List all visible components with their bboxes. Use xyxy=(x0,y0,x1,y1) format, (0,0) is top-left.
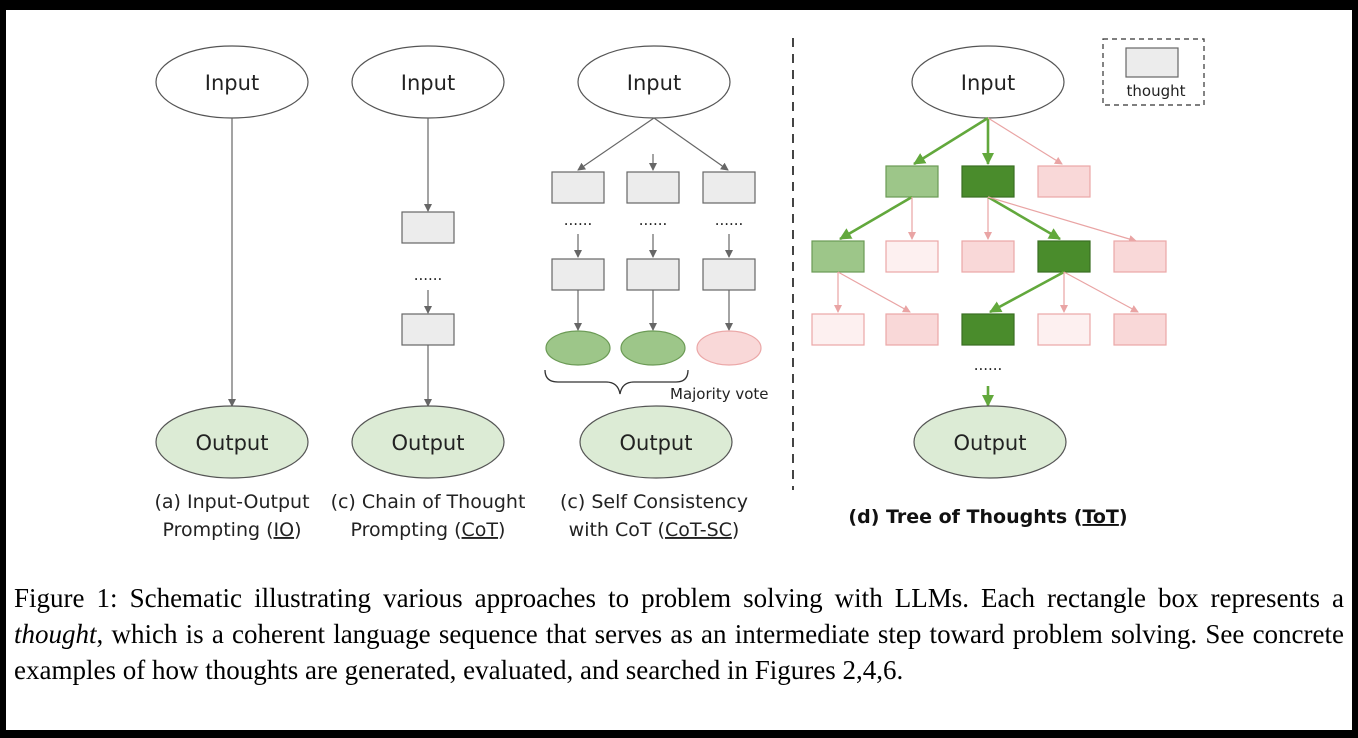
panel-cot-sc: Input ...... ...... ...... Majority vote… xyxy=(544,45,769,541)
cot-thought-1 xyxy=(401,211,455,244)
figure-frame: Input Output (a) Input-Output Prompting … xyxy=(6,10,1352,730)
tot-l1-node-3 xyxy=(1037,165,1091,198)
panel-tot: thought Input ..... xyxy=(811,38,1205,528)
tot-l2-node-2 xyxy=(885,240,939,273)
tot-l2-node-5 xyxy=(1113,240,1167,273)
sc-thought-a1 xyxy=(551,171,605,204)
sc-answer-a xyxy=(545,330,611,366)
caption-part-1: Figure 1: Schematic illustrating various… xyxy=(14,583,1344,613)
sc-output-label: Output xyxy=(620,431,693,455)
caption-italic: thought xyxy=(14,619,97,649)
sc-dots-c: ...... xyxy=(715,211,744,229)
sc-thought-b2 xyxy=(626,258,680,291)
tot-edge-l2-a xyxy=(839,195,913,241)
legend-box xyxy=(1102,38,1205,106)
tot-l1-node-2 xyxy=(961,165,1015,198)
io-caption-line1: (a) Input-Output xyxy=(154,491,309,513)
tot-output-label: Output xyxy=(954,431,1027,455)
tot-l1-node-1 xyxy=(885,165,939,198)
tot-caption: (d) Tree of Thoughts (ToT) xyxy=(848,506,1127,528)
sc-arrow-left xyxy=(577,117,655,171)
sc-dots-b: ...... xyxy=(639,211,668,229)
tot-edge-l3-e xyxy=(1063,271,1139,313)
tot-edge-l3-c xyxy=(989,270,1065,314)
panel-cot: Input ...... Output (c) Chain of Thought… xyxy=(331,45,526,541)
tot-output-node xyxy=(913,405,1067,479)
tot-l2-node-1 xyxy=(811,240,865,273)
caption-part-2: , which is a coherent language sequence … xyxy=(14,619,1344,685)
legend-thought-label: thought xyxy=(1127,82,1186,100)
sc-arrow-right xyxy=(653,117,729,171)
tot-edge-l1-right xyxy=(987,117,1063,165)
tot-l3-node-3 xyxy=(961,313,1015,346)
sc-dots-a: ...... xyxy=(564,211,593,229)
sc-majority-vote: Majority vote xyxy=(670,385,769,403)
io-output-label: Output xyxy=(196,431,269,455)
tot-l3-node-4 xyxy=(1037,313,1091,346)
cot-output-node xyxy=(351,405,505,479)
tot-input-label: Input xyxy=(961,71,1015,95)
tot-edge-l3-b xyxy=(837,271,911,313)
cot-thought-2 xyxy=(401,313,455,346)
cot-dots: ...... xyxy=(414,266,443,284)
io-output-node xyxy=(155,405,309,479)
io-input-label: Input xyxy=(205,71,259,95)
tot-edge-l1-left xyxy=(913,116,989,166)
tot-edge-l2-d xyxy=(987,195,1061,241)
sc-caption-line2: with CoT (CoT-SC) xyxy=(569,519,740,541)
sc-thought-c2 xyxy=(702,258,756,291)
sc-thought-a2 xyxy=(551,258,605,291)
sc-answer-c xyxy=(696,330,762,366)
tot-edge-l2-e xyxy=(987,196,1137,243)
legend-thought-swatch xyxy=(1125,47,1179,78)
tot-l3-node-5 xyxy=(1113,313,1167,346)
sc-answer-b xyxy=(620,330,686,366)
tot-l3-node-2 xyxy=(885,313,939,346)
sc-output-node xyxy=(579,405,733,479)
tot-l2-node-4 xyxy=(1037,240,1091,273)
cot-input-label: Input xyxy=(401,71,455,95)
cot-sc-link[interactable]: CoT-SC xyxy=(665,519,732,541)
io-link[interactable]: IO xyxy=(274,519,295,541)
tot-l2-node-3 xyxy=(961,240,1015,273)
cot-link[interactable]: CoT xyxy=(462,519,499,541)
tot-schematic-diagram: Input Output (a) Input-Output Prompting … xyxy=(154,38,1205,541)
cot-caption-line2: Prompting (CoT) xyxy=(351,519,506,541)
panel-io: Input Output (a) Input-Output Prompting … xyxy=(154,45,310,541)
sc-thought-c1 xyxy=(702,171,756,204)
sc-thought-b1 xyxy=(626,171,680,204)
cot-output-label: Output xyxy=(392,431,465,455)
sc-vote-brace xyxy=(544,369,689,395)
tot-link[interactable]: ToT xyxy=(1082,506,1118,528)
sc-caption-line1: (c) Self Consistency xyxy=(560,491,748,513)
cot-caption-line1: (c) Chain of Thought xyxy=(331,491,526,513)
tot-l3-node-1 xyxy=(811,313,865,346)
figure-caption: Figure 1: Schematic illustrating various… xyxy=(14,580,1344,688)
io-caption-line2: Prompting (IO) xyxy=(163,519,302,541)
sc-input-label: Input xyxy=(627,71,681,95)
tot-dots: ...... xyxy=(974,356,1003,374)
